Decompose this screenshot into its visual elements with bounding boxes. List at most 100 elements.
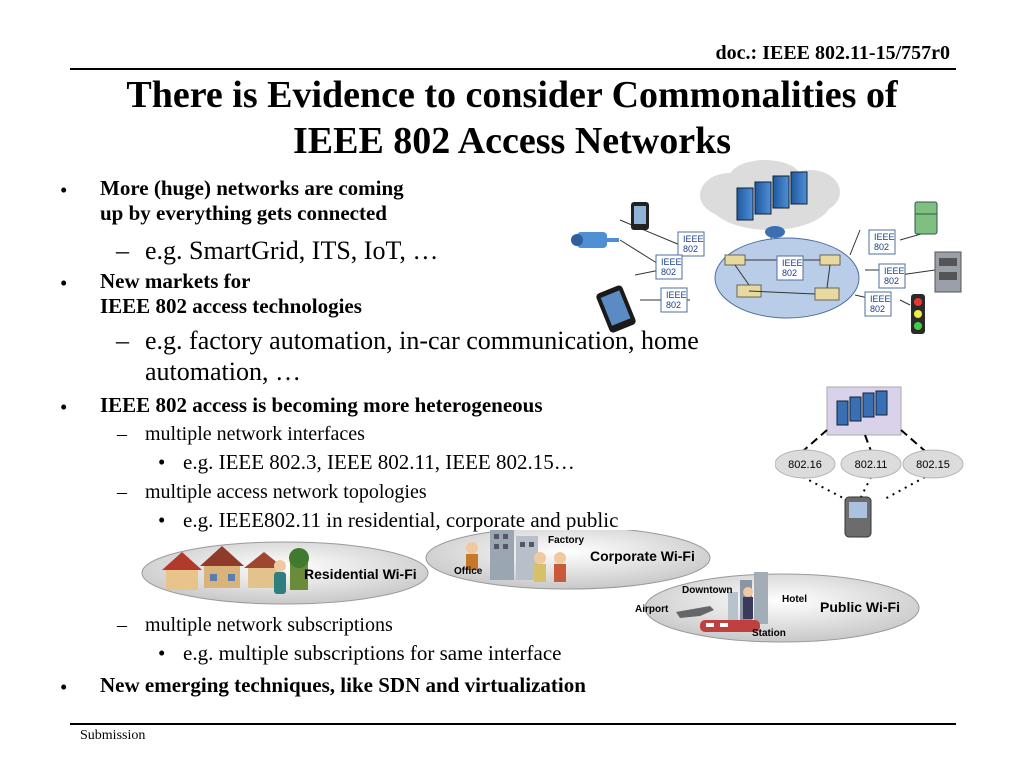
smartphone-icon [631,202,649,230]
ieee802-nodes: IEEE802 IEEE802 IEEE802 IEEE802 IEEE802 … [655,229,906,317]
svg-text:IEEE: IEEE [666,290,687,300]
hotel-label: Hotel [782,594,807,605]
houses-icon [162,546,309,590]
footer-text: Submission [80,728,146,743]
svg-text:802: 802 [782,268,797,278]
dotted-links [802,476,926,501]
traveler-icon [743,587,753,619]
svg-text:802: 802 [661,267,676,277]
wifi-scenarios: Residential Wi-Fi Office Factory Corpora… [141,530,920,643]
airport-label: Airport [635,604,669,615]
ieee802-node: IEEE802 [864,291,892,317]
corporate-wifi-illustration: Office Factory Corporate Wi-Fi [425,530,711,590]
title-line-2: IEEE 802 Access Networks [292,120,732,162]
corporate-wifi-label: Corporate Wi-Fi [590,548,695,564]
svg-text:IEEE: IEEE [661,257,682,267]
bullet-marker: • [60,271,68,295]
dot-marker: • [158,450,166,474]
title-line-1: There is Evidence to consider Commonalit… [126,74,898,116]
svg-text:802: 802 [874,242,889,252]
dash-marker: – [117,423,127,445]
svg-text:802: 802 [683,244,698,254]
bullet-3-sub-1-item: e.g. IEEE 802.3, IEEE 802.11, IEEE 802.1… [183,450,575,474]
footer-rule [70,723,956,725]
bullet-3-sub-2: multiple access network topologies [145,481,427,503]
train-icon [700,620,760,632]
tablet-icon [596,285,636,333]
bullet-2-sub-line-1: e.g. factory automation, in-car communic… [145,326,699,355]
bullet-1-sub: e.g. SmartGrid, ITS, IoT, … [145,236,439,265]
ieee802-network-diagram: IEEE802 IEEE802 IEEE802 IEEE802 IEEE802 … [571,160,962,334]
bullet-3: IEEE 802 access is becoming more heterog… [100,393,543,417]
ieee802-node: IEEE802 [776,255,804,281]
svg-text:IEEE: IEEE [782,258,803,268]
router-icon [765,226,785,238]
svg-text:802: 802 [884,276,899,286]
office-label: Office [454,566,483,577]
bullet-2-line-1: New markets for [100,269,251,293]
dash-marker: – [117,614,127,636]
svg-text:802: 802 [870,304,885,314]
svg-text:IEEE: IEEE [870,294,891,304]
bullet-1: More (huge) networks are coming up by ev… [100,176,404,226]
bullet-3-sub-3-item: e.g. multiple subscriptions for same int… [183,641,562,665]
access-clouds: 802.16 802.11 802.15 [775,449,964,479]
office-building-icon [490,530,538,580]
slide-title: There is Evidence to consider Commonalit… [60,72,964,164]
svg-text:802.15: 802.15 [916,459,950,471]
ieee802-node: IEEE802 [868,229,896,255]
bullet-4: New emerging techniques, like SDN and vi… [100,673,586,697]
bullet-2-sub-line-2: automation, … [145,357,301,386]
bullet-2: New markets for IEEE 802 access technolo… [100,269,362,319]
ieee802-node: IEEE802 [660,287,688,313]
ieee802-node: IEEE802 [878,263,906,289]
public-wifi-illustration: Downtown Hotel Airport Station Public Wi… [635,572,920,643]
bullet-2-line-2: IEEE 802 access technologies [100,294,362,318]
station-label: Station [752,628,786,639]
dash-marker: – [116,236,129,265]
bullet-3-sub-1: multiple network interfaces [145,423,365,445]
bullet-3-sub-2-item: e.g. IEEE802.11 in residential, corporat… [183,508,619,532]
bullet-1-line-2: up by everything gets connected [100,201,387,225]
bullet-1-line-1: More (huge) networks are coming [100,176,404,200]
svg-text:802.16: 802.16 [788,459,822,471]
handheld-device-icon [844,496,872,538]
refrigerator-icon [914,201,938,235]
ieee802-node: IEEE802 [655,254,683,280]
dashed-links [802,429,926,452]
camera-icon [571,232,619,248]
airplane-icon [676,606,714,618]
svg-text:IEEE: IEEE [683,234,704,244]
bullet-marker: • [60,675,68,699]
traffic-light-icon [911,294,925,334]
server-rack-icon [736,171,808,221]
dot-marker: • [158,508,166,532]
svg-text:802: 802 [666,300,681,310]
dot-marker: • [158,641,166,665]
person-icon [274,560,286,594]
factory-robot-icon [934,251,962,293]
factory-label: Factory [548,535,585,546]
document-id: doc.: IEEE 802.11-15/757r0 [715,42,950,64]
residential-wifi-illustration: Residential Wi-Fi [141,541,429,605]
ieee802-node: IEEE802 [677,231,705,257]
bullet-marker: • [60,178,68,202]
residential-wifi-label: Residential Wi-Fi [304,566,417,582]
heterogeneous-access-diagram: 802.16 802.11 802.15 [775,386,964,538]
svg-text:802.11: 802.11 [855,459,888,471]
cloud-datacenter [700,160,840,230]
svg-text:IEEE: IEEE [874,232,895,242]
server-rack-icon [836,390,888,426]
bullet-marker: • [60,395,68,419]
cloud-802-15: 802.15 [902,449,964,479]
public-wifi-label: Public Wi-Fi [820,599,900,615]
bullet-2-sub: e.g. factory automation, in-car communic… [145,325,699,387]
bullet-3-sub-3: multiple network subscriptions [145,614,393,636]
dash-marker: – [116,326,129,355]
factory-workers-icon [466,542,566,582]
dash-marker: – [117,481,127,503]
header-rule [70,68,956,70]
cloud-802-16: 802.16 [775,449,836,479]
downtown-label: Downtown [682,585,733,596]
cloud-802-11: 802.11 [840,449,902,479]
